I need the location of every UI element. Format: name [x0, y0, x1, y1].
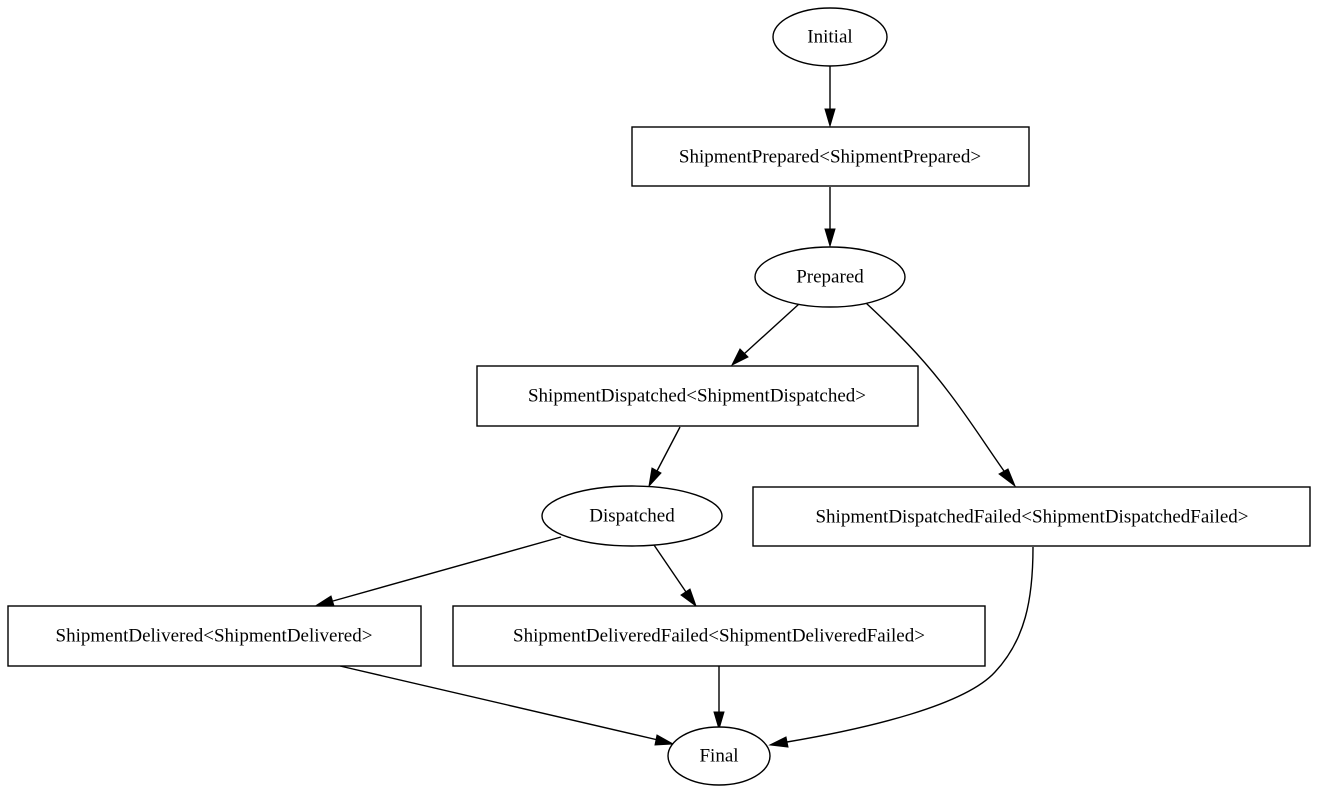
node-dispatched-shape	[541, 485, 723, 547]
node-initial-shape	[772, 7, 888, 67]
node-shipment-dispatched-failed[interactable]: ShipmentDispatchedFailed<ShipmentDispatc…	[752, 486, 1311, 547]
nodes: Initial ShipmentPrepared<ShipmentPrepare…	[7, 7, 1311, 786]
node-initial[interactable]: Initial	[772, 7, 888, 67]
node-final[interactable]: Final	[667, 726, 771, 786]
node-shipment-delivered-failed[interactable]: ShipmentDeliveredFailed<ShipmentDelivere…	[452, 605, 986, 667]
edge-shipment-delivered-to-final	[339, 665, 675, 746]
node-shipment-delivered-shape	[7, 605, 422, 667]
edge-initial-to-shipment-prepared	[824, 66, 836, 128]
node-final-label: Final	[699, 746, 738, 767]
node-dispatched-label: Dispatched	[589, 506, 675, 527]
node-dispatched[interactable]: Dispatched	[541, 485, 723, 547]
edge-prepared-to-shipment-dispatched-failed	[865, 302, 1017, 488]
node-initial-label: Initial	[807, 27, 852, 48]
node-shipment-prepared[interactable]: ShipmentPrepared<ShipmentPrepared>	[631, 126, 1030, 187]
node-prepared-shape	[754, 246, 906, 308]
node-final-shape	[667, 726, 771, 786]
edge-dispatched-to-shipment-delivered-failed	[653, 544, 698, 608]
edge-prepared-to-shipment-dispatched	[730, 303, 800, 367]
node-shipment-dispatched-failed-label: ShipmentDispatchedFailed<ShipmentDispatc…	[815, 507, 1248, 528]
node-shipment-dispatched-shape	[476, 365, 919, 427]
edge-shipment-dispatched-failed-to-final	[768, 546, 1034, 748]
edge-shipment-dispatched-to-dispatched	[648, 426, 681, 488]
node-shipment-dispatched-failed-shape	[752, 486, 1311, 547]
edge-shipment-prepared-to-prepared	[824, 187, 836, 248]
node-prepared-label: Prepared	[796, 267, 864, 288]
node-prepared[interactable]: Prepared	[754, 246, 906, 308]
node-shipment-delivered-failed-shape	[452, 605, 986, 667]
node-shipment-dispatched-label: ShipmentDispatched<ShipmentDispatched>	[528, 386, 866, 407]
node-shipment-prepared-shape	[631, 126, 1030, 187]
node-shipment-prepared-label: ShipmentPrepared<ShipmentPrepared>	[679, 147, 981, 168]
node-shipment-dispatched[interactable]: ShipmentDispatched<ShipmentDispatched>	[476, 365, 919, 427]
node-shipment-delivered-label: ShipmentDelivered<ShipmentDelivered>	[56, 626, 373, 647]
node-shipment-delivered[interactable]: ShipmentDelivered<ShipmentDelivered>	[7, 605, 422, 667]
edges	[315, 66, 1034, 748]
edge-shipment-delivered-failed-to-final	[713, 666, 725, 731]
edge-dispatched-to-shipment-delivered	[315, 536, 562, 607]
node-shipment-delivered-failed-label: ShipmentDeliveredFailed<ShipmentDelivere…	[513, 626, 925, 647]
